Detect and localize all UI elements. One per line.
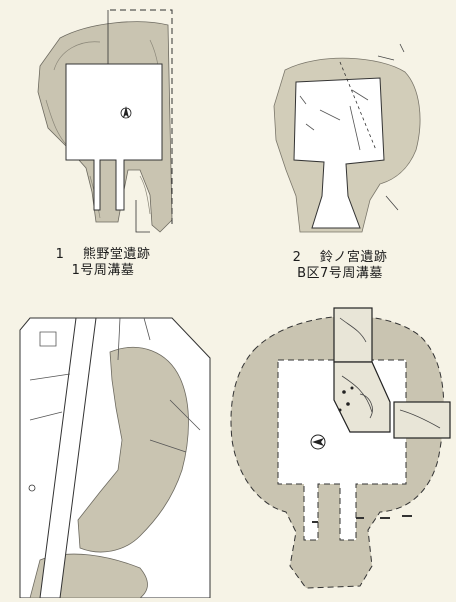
plan-3-mound <box>77 347 189 553</box>
caption-figure-1: 1 熊野堂遺跡 1号周溝墓 <box>28 247 178 279</box>
plan-3-grid-lines <box>29 317 201 453</box>
plan-4-dots <box>338 386 354 412</box>
plan-3 <box>19 317 211 599</box>
plan-4-excavation-trench-1 <box>333 307 373 363</box>
plan-1-survey-line <box>107 10 150 233</box>
plan-4-excavation-trench-3 <box>393 401 451 439</box>
plan-2-dashed-line <box>339 61 377 151</box>
plan-4 <box>230 307 451 589</box>
plan-4-small-features <box>312 515 412 523</box>
plan-2 <box>273 43 421 233</box>
figure-1-feature: 1号周溝墓 <box>71 263 135 278</box>
plan-1-central-area <box>65 63 163 211</box>
plan-4-excavation-trench-2 <box>333 361 391 433</box>
caption-figure-2: 2 鈴ノ宮遺跡 B区7号周溝墓 <box>265 250 415 282</box>
figure-1-number: 1 <box>55 247 65 262</box>
plan-4-trench-features <box>339 317 441 429</box>
caption-figure-2-line-1: 2 鈴ノ宮遺跡 <box>265 250 415 266</box>
plan-3-post-hole <box>28 484 36 492</box>
plan-2-features <box>299 89 369 151</box>
figure-2-number: 2 <box>292 250 302 265</box>
north-arrow-icon <box>310 434 326 450</box>
figure-2-site: 鈴ノ宮遺跡 <box>319 250 388 265</box>
caption-figure-1-line-1: 1 熊野堂遺跡 <box>28 247 178 263</box>
north-arrow-icon <box>120 106 132 119</box>
plan-1 <box>37 9 173 233</box>
figure-2-feature: B区7号周溝墓 <box>297 266 383 281</box>
plan-2-outer-lines <box>377 43 405 211</box>
figure-1-site: 熊野堂遺跡 <box>82 247 151 262</box>
plan-1-trench-edge-dashed <box>110 9 173 228</box>
plan-2-central-area <box>293 77 385 229</box>
